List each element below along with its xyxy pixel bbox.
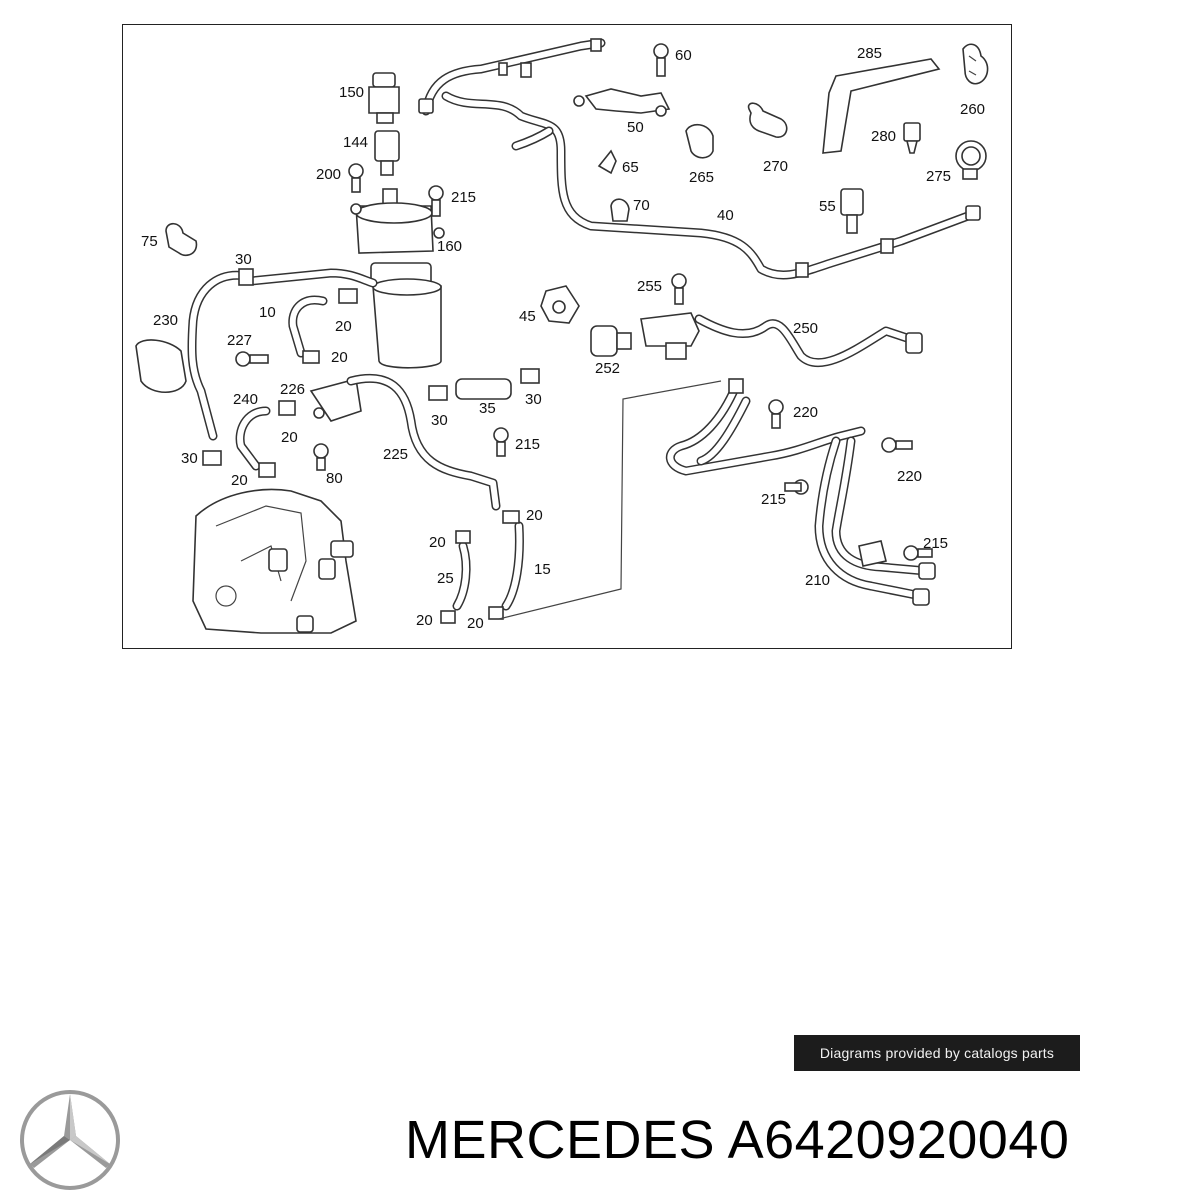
- callout-55: 55: [819, 198, 836, 215]
- parts-diagram: 60 285 260 150 50 144 270 280 265 65 200…: [135, 38, 989, 634]
- callout-20-g: 20: [416, 612, 433, 629]
- callout-260: 260: [960, 101, 985, 118]
- callout-275: 275: [926, 168, 951, 185]
- callout-280: 280: [871, 128, 896, 145]
- callout-60: 60: [675, 47, 692, 64]
- screw-255: [671, 273, 687, 305]
- callout-75: 75: [141, 233, 158, 250]
- screw-60: [653, 43, 669, 77]
- screw-227: [235, 351, 269, 367]
- clip-75: [165, 222, 198, 257]
- clip-260: [962, 43, 989, 85]
- callout-10: 10: [259, 304, 276, 321]
- callout-220-a: 220: [793, 404, 818, 421]
- clip-70: [610, 198, 630, 222]
- callout-227: 227: [227, 332, 252, 349]
- screw-215-mid: [493, 427, 509, 457]
- parts-diagram-frame: 60 285 260 150 50 144 270 280 265 65 200…: [122, 24, 1012, 649]
- component-45: [540, 285, 580, 324]
- empty-panel: [122, 652, 1074, 1070]
- clip-270: [747, 102, 788, 138]
- connector-55: [840, 188, 864, 234]
- callout-144: 144: [343, 134, 368, 151]
- callout-20-d: 20: [231, 472, 248, 489]
- fuel-filter-assembly: [350, 72, 445, 369]
- callout-215-c: 215: [761, 491, 786, 508]
- callout-20-e: 20: [526, 507, 543, 524]
- callout-200: 200: [316, 166, 341, 183]
- callout-150: 150: [339, 84, 364, 101]
- clip-265: [685, 123, 714, 159]
- clamp-275: [955, 140, 987, 180]
- fuel-line-40: [418, 38, 981, 280]
- callout-230: 230: [153, 312, 178, 329]
- hose-230: [135, 268, 378, 466]
- callout-270: 270: [763, 158, 788, 175]
- callout-65: 65: [622, 159, 639, 176]
- callout-215-d: 215: [923, 535, 948, 552]
- callout-20-b: 20: [331, 349, 348, 366]
- plug-280: [903, 122, 921, 154]
- callout-20-h: 20: [467, 615, 484, 632]
- callout-285: 285: [857, 45, 882, 62]
- callout-45: 45: [519, 308, 536, 325]
- callout-50: 50: [627, 119, 644, 136]
- callout-215-b: 215: [515, 436, 540, 453]
- callout-210: 210: [805, 572, 830, 589]
- screw-200: [348, 163, 364, 193]
- callout-250: 250: [793, 320, 818, 337]
- screw-80: [313, 443, 329, 471]
- callout-15: 15: [534, 561, 551, 578]
- callout-215-a: 215: [451, 189, 476, 206]
- hose-10: [288, 288, 358, 364]
- screws-right: [768, 399, 933, 561]
- callout-220-b: 220: [897, 468, 922, 485]
- high-pressure-pump: [192, 488, 357, 634]
- hose-25-15: [440, 510, 524, 624]
- pipe-250: [640, 312, 923, 368]
- callout-40: 40: [717, 207, 734, 224]
- mercedes-star-icon: [18, 1088, 122, 1192]
- callout-265: 265: [689, 169, 714, 186]
- callout-70: 70: [633, 197, 650, 214]
- component-252: [590, 325, 632, 357]
- callout-226: 226: [280, 381, 305, 398]
- part-title: MERCEDES A6420920040: [405, 1110, 1070, 1170]
- callout-25: 25: [437, 570, 454, 587]
- callout-225: 225: [383, 446, 408, 463]
- diagram-source-caption: Diagrams provided by catalogs parts: [794, 1035, 1080, 1071]
- pipe-210: [665, 378, 936, 606]
- callout-30-d: 30: [181, 450, 198, 467]
- callout-30-c: 30: [525, 391, 542, 408]
- callout-30-a: 30: [235, 251, 252, 268]
- pipe-225: [346, 373, 501, 511]
- bracket-285: [822, 58, 941, 154]
- callout-labels: 60 285 260 150 50 144 270 280 265 65 200…: [141, 45, 985, 632]
- bracket-50: [573, 88, 671, 117]
- callout-35: 35: [479, 400, 496, 417]
- callout-20-a: 20: [335, 318, 352, 335]
- hose-240: [235, 400, 296, 478]
- fitting-226: [309, 377, 362, 422]
- callout-80: 80: [326, 470, 343, 487]
- callout-20-f: 20: [429, 534, 446, 551]
- connector-35: [428, 368, 540, 401]
- callout-20-c: 20: [281, 429, 298, 446]
- callout-252: 252: [595, 360, 620, 377]
- callout-30-b: 30: [431, 412, 448, 429]
- clip-65: [597, 149, 617, 175]
- callout-240: 240: [233, 391, 258, 408]
- screw-215-top: [428, 185, 444, 217]
- callout-160: 160: [437, 238, 462, 255]
- callout-255: 255: [637, 278, 662, 295]
